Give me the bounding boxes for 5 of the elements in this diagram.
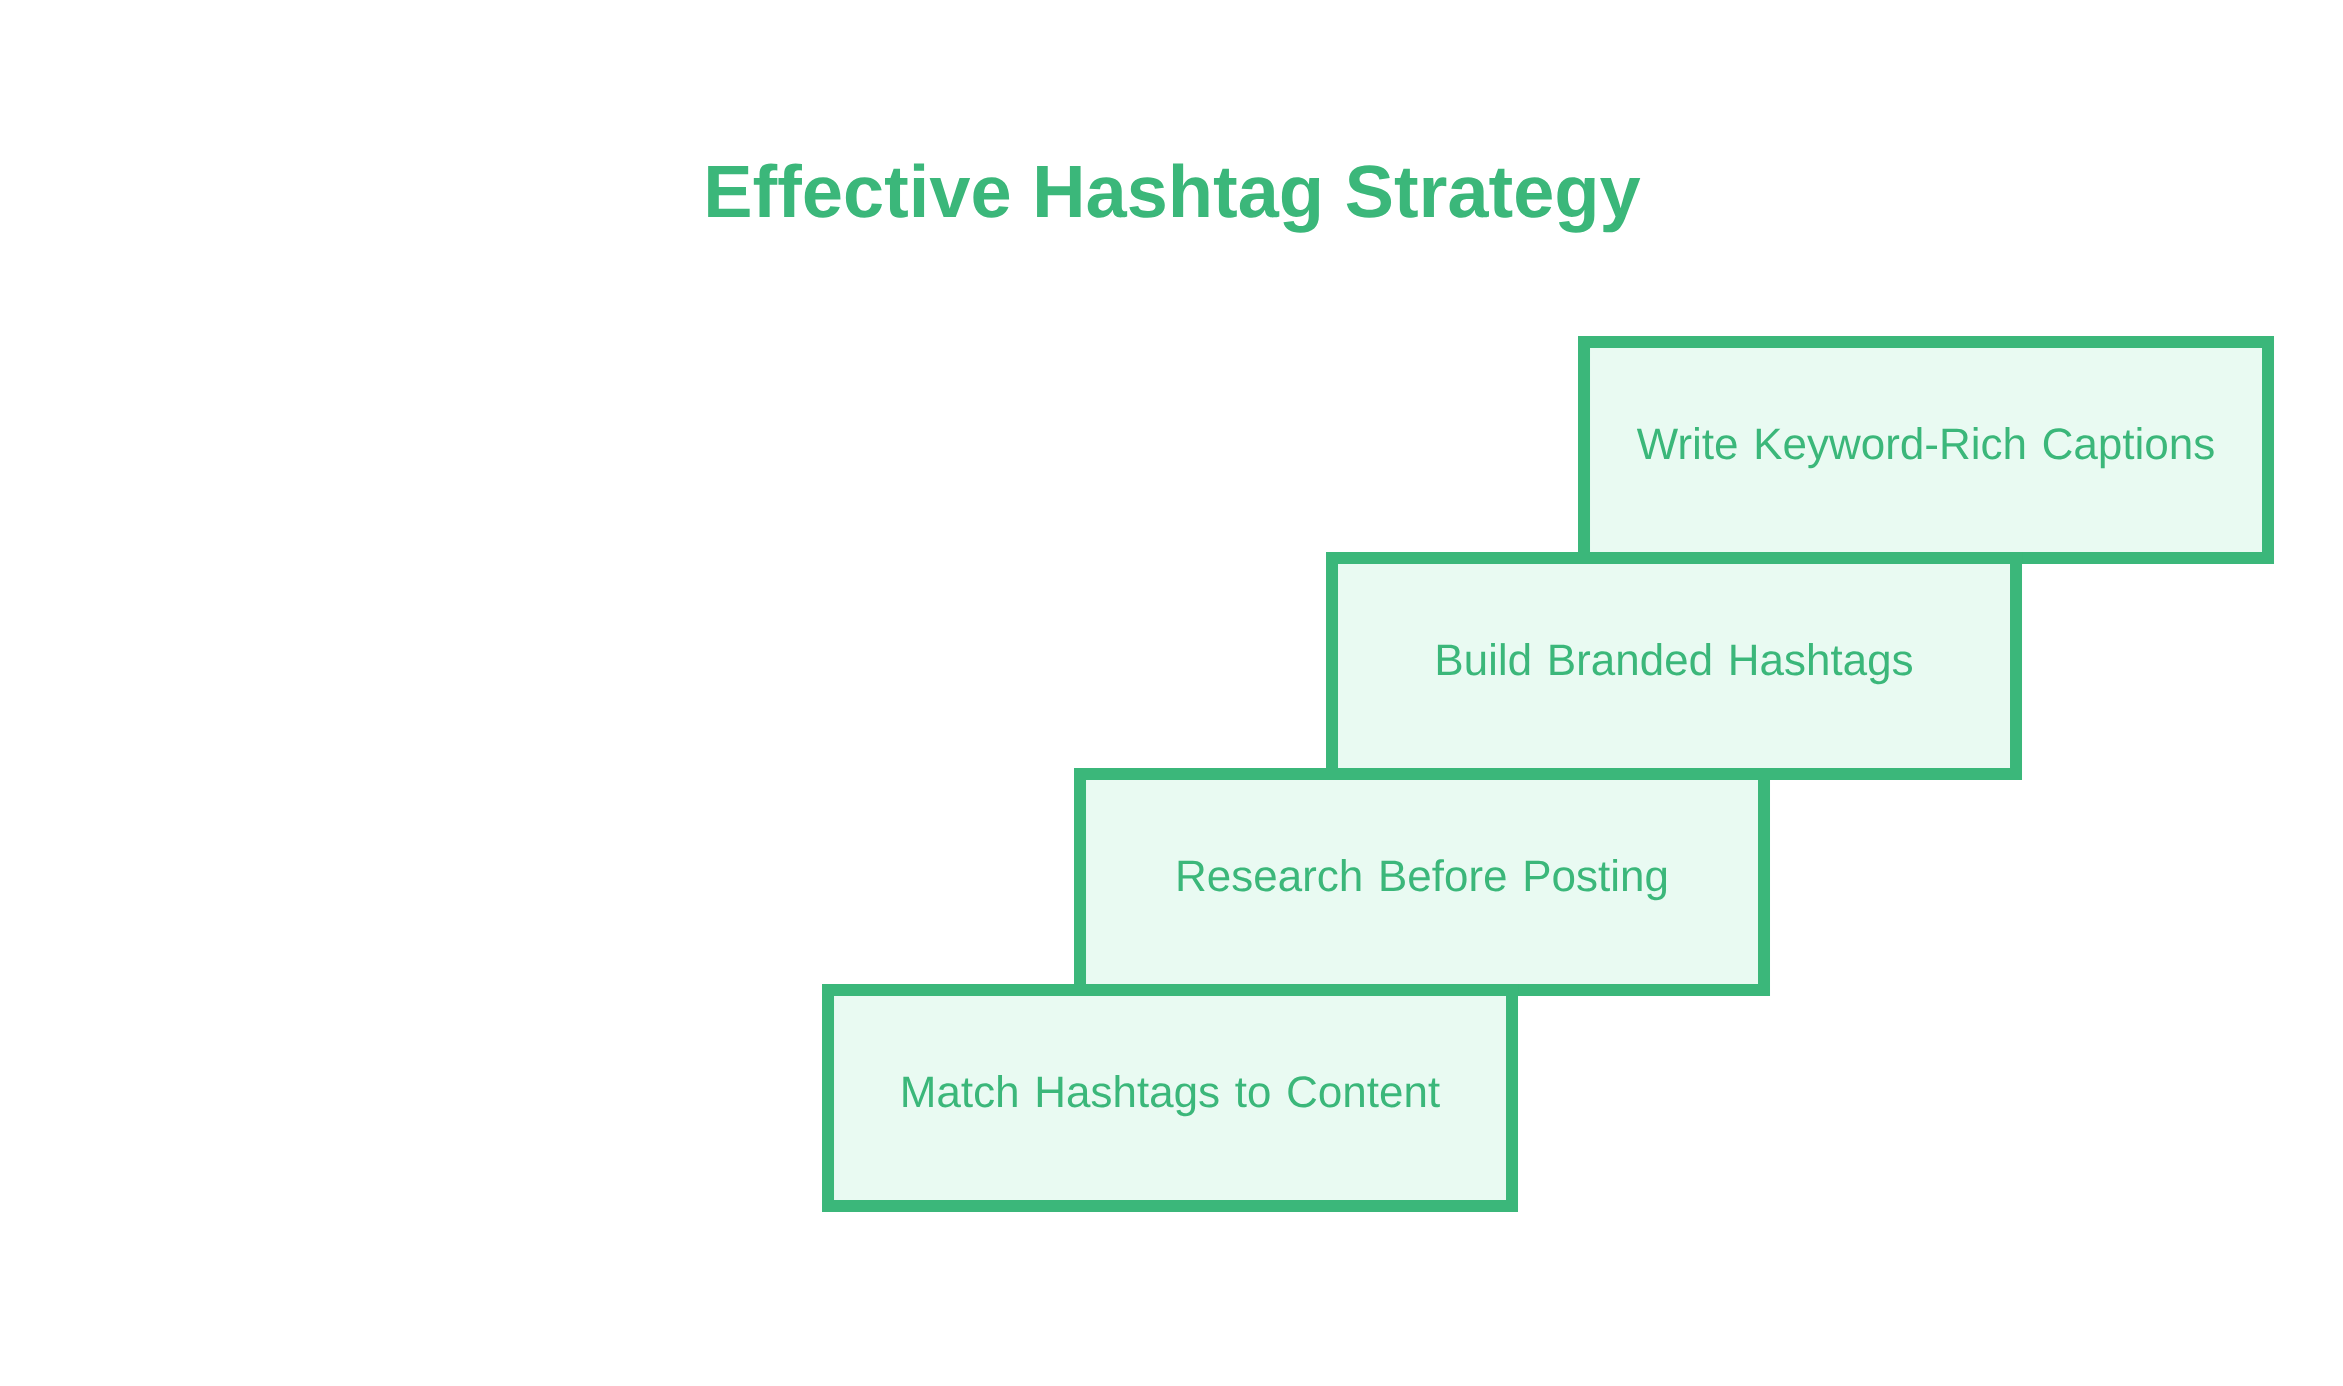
process-box: Build Branded Hashtags (1326, 552, 2022, 780)
process-box: Write Keyword-Rich Captions (1578, 336, 2274, 564)
process-box: Match Hashtags to Content (822, 984, 1518, 1212)
process-box: Research Before Posting (1074, 768, 1770, 996)
title: Effective Hashtag Strategy (708, 163, 1641, 233)
